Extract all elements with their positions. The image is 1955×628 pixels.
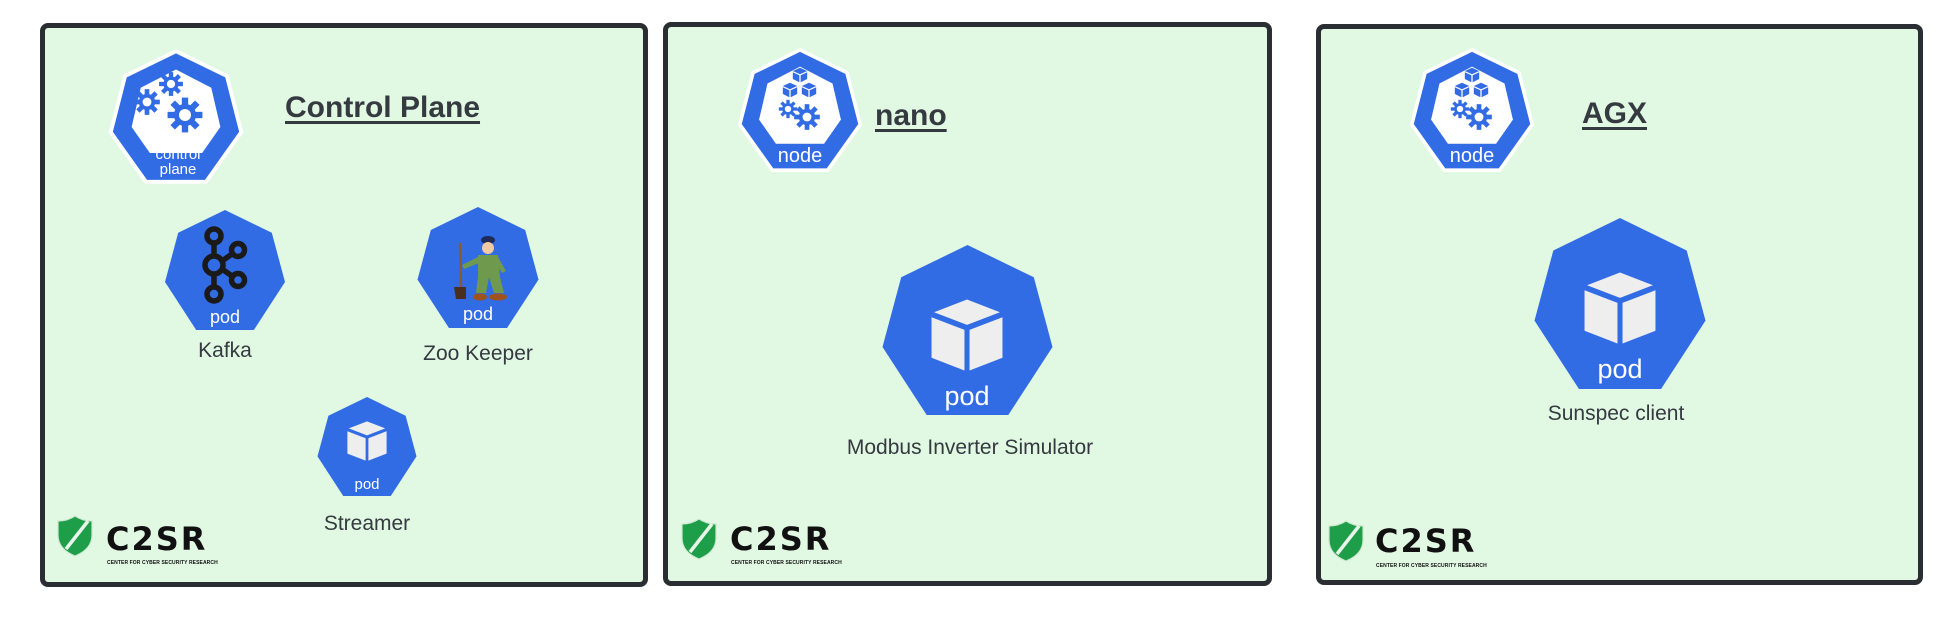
pod-badge: pod (210, 307, 240, 327)
shield-icon (681, 518, 717, 560)
node-label: node (778, 145, 823, 167)
pod-badge: pod (1597, 354, 1642, 384)
pod-badge: pod (354, 476, 379, 493)
modbus-pod-icon: pod (879, 245, 1056, 415)
node-icon: node (1407, 45, 1537, 175)
pod-label-sunspec: Sunspec client (1547, 402, 1685, 425)
panel-title-agx: AGX (1582, 97, 1648, 130)
logo-subtitle: CENTER FOR CYBER SECURITY RESEARCH (1376, 563, 1487, 569)
control-plane-label-1: control (155, 146, 200, 163)
logo-subtitle: CENTER FOR CYBER SECURITY RESEARCH (107, 560, 218, 566)
pod-label-modbus: Modbus Inverter Simulator (846, 436, 1094, 459)
pod-label-streamer: Streamer (323, 512, 411, 535)
zookeeper-pod-icon: pod (416, 207, 540, 328)
zookeeper-icon (454, 236, 507, 301)
control-plane-label-2: plane (160, 161, 197, 178)
kafka-pod-icon: pod (163, 210, 287, 330)
c2sr-logo: C2SR CENTER FOR CYBER SECURITY RESEARCH (1328, 520, 1498, 575)
sunspec-pod-icon: pod (1533, 218, 1707, 389)
pod-badge: pod (463, 304, 493, 324)
logo-name: C2SR (106, 520, 208, 558)
node-icon: node (735, 45, 865, 175)
node-label: node (1450, 145, 1495, 167)
c2sr-logo: C2SR CENTER FOR CYBER SECURITY RESEARCH (57, 515, 227, 570)
streamer-pod-icon: pod (316, 397, 418, 496)
c2sr-logo: C2SR CENTER FOR CYBER SECURITY RESEARCH (681, 518, 851, 573)
pod-label-zookeeper: Zoo Keeper (423, 342, 533, 365)
shield-icon (1328, 520, 1364, 562)
panel-title-control-plane: Control Plane (285, 91, 481, 124)
logo-name: C2SR (730, 520, 832, 558)
panel-title-nano: nano (875, 99, 947, 132)
pod-badge: pod (944, 381, 989, 411)
logo-name: C2SR (1375, 522, 1477, 560)
logo-subtitle: CENTER FOR CYBER SECURITY RESEARCH (731, 560, 842, 566)
shield-icon (57, 515, 93, 557)
control-plane-icon: control plane (103, 46, 249, 187)
kafka-icon (202, 226, 248, 304)
pod-label-kafka: Kafka (198, 339, 252, 362)
